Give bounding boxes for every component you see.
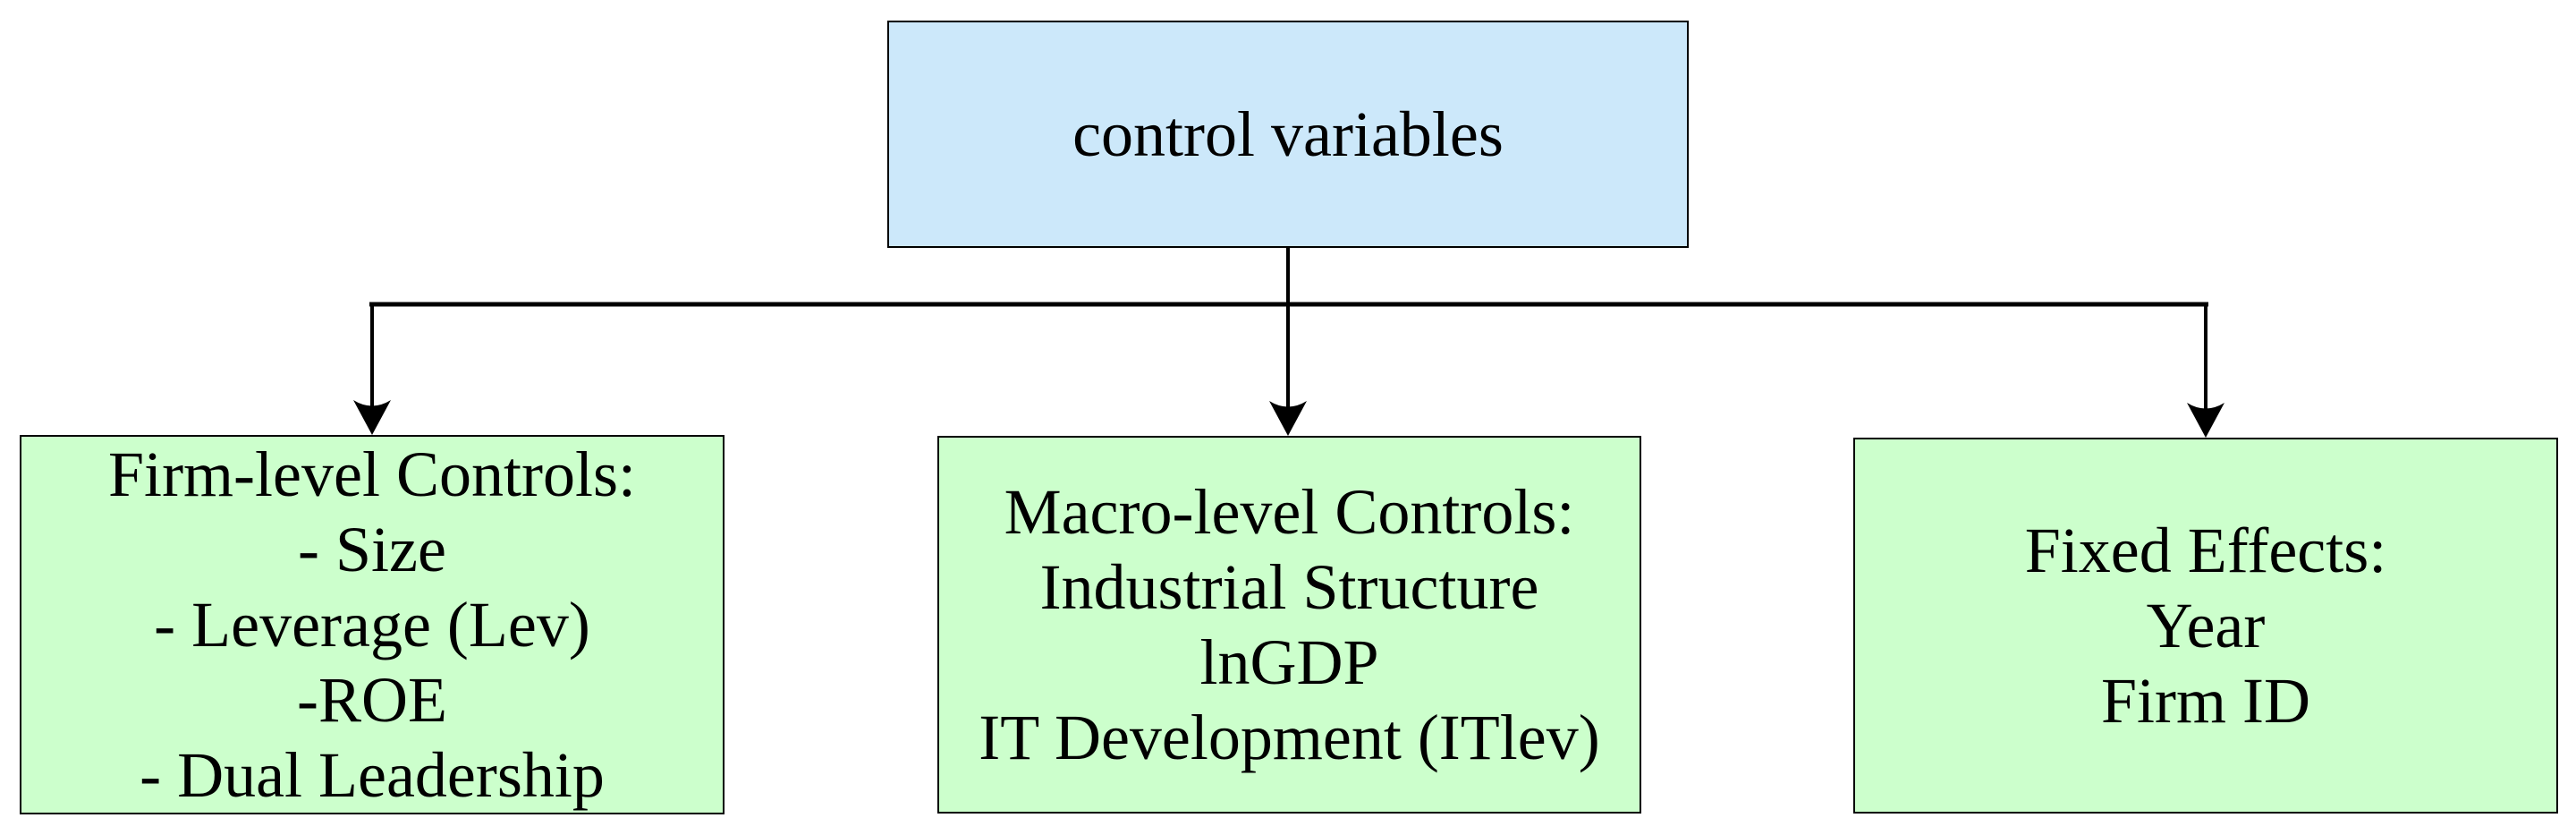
node-fixed-title: Fixed Effects: [2024,515,2387,586]
node-firm-level-controls: Firm-level Controls: - Size - Leverage (… [20,435,724,814]
node-macro-title: Macro-level Controls: [1004,476,1575,548]
node-firm-item-leverage: - Leverage (Lev) [154,589,590,660]
node-fixed-item-firm-id: Firm ID [2101,665,2310,737]
node-macro-item-it-development: IT Development (ITlev) [979,702,1600,773]
node-macro-level-controls: Macro-level Controls: Industrial Structu… [937,436,1641,814]
node-fixed-effects: Fixed Effects: Year Firm ID [1853,438,2558,814]
node-control-variables: control variables [887,21,1689,248]
node-fixed-item-year: Year [2146,590,2266,661]
node-firm-item-roe: -ROE [297,664,447,736]
node-macro-item-industrial-structure: Industrial Structure [1039,551,1539,623]
arrowhead-fixed-icon [2187,403,2224,438]
node-control-variables-label: control variables [1072,98,1504,170]
node-firm-item-size: - Size [298,514,446,585]
arrowhead-firm-icon [353,400,391,435]
node-firm-item-dual-leadership: - Dual Leadership [140,739,605,811]
node-macro-item-lngdp: lnGDP [1199,626,1379,698]
node-firm-title: Firm-level Controls: [108,439,636,510]
arrowhead-macro-icon [1269,401,1307,436]
